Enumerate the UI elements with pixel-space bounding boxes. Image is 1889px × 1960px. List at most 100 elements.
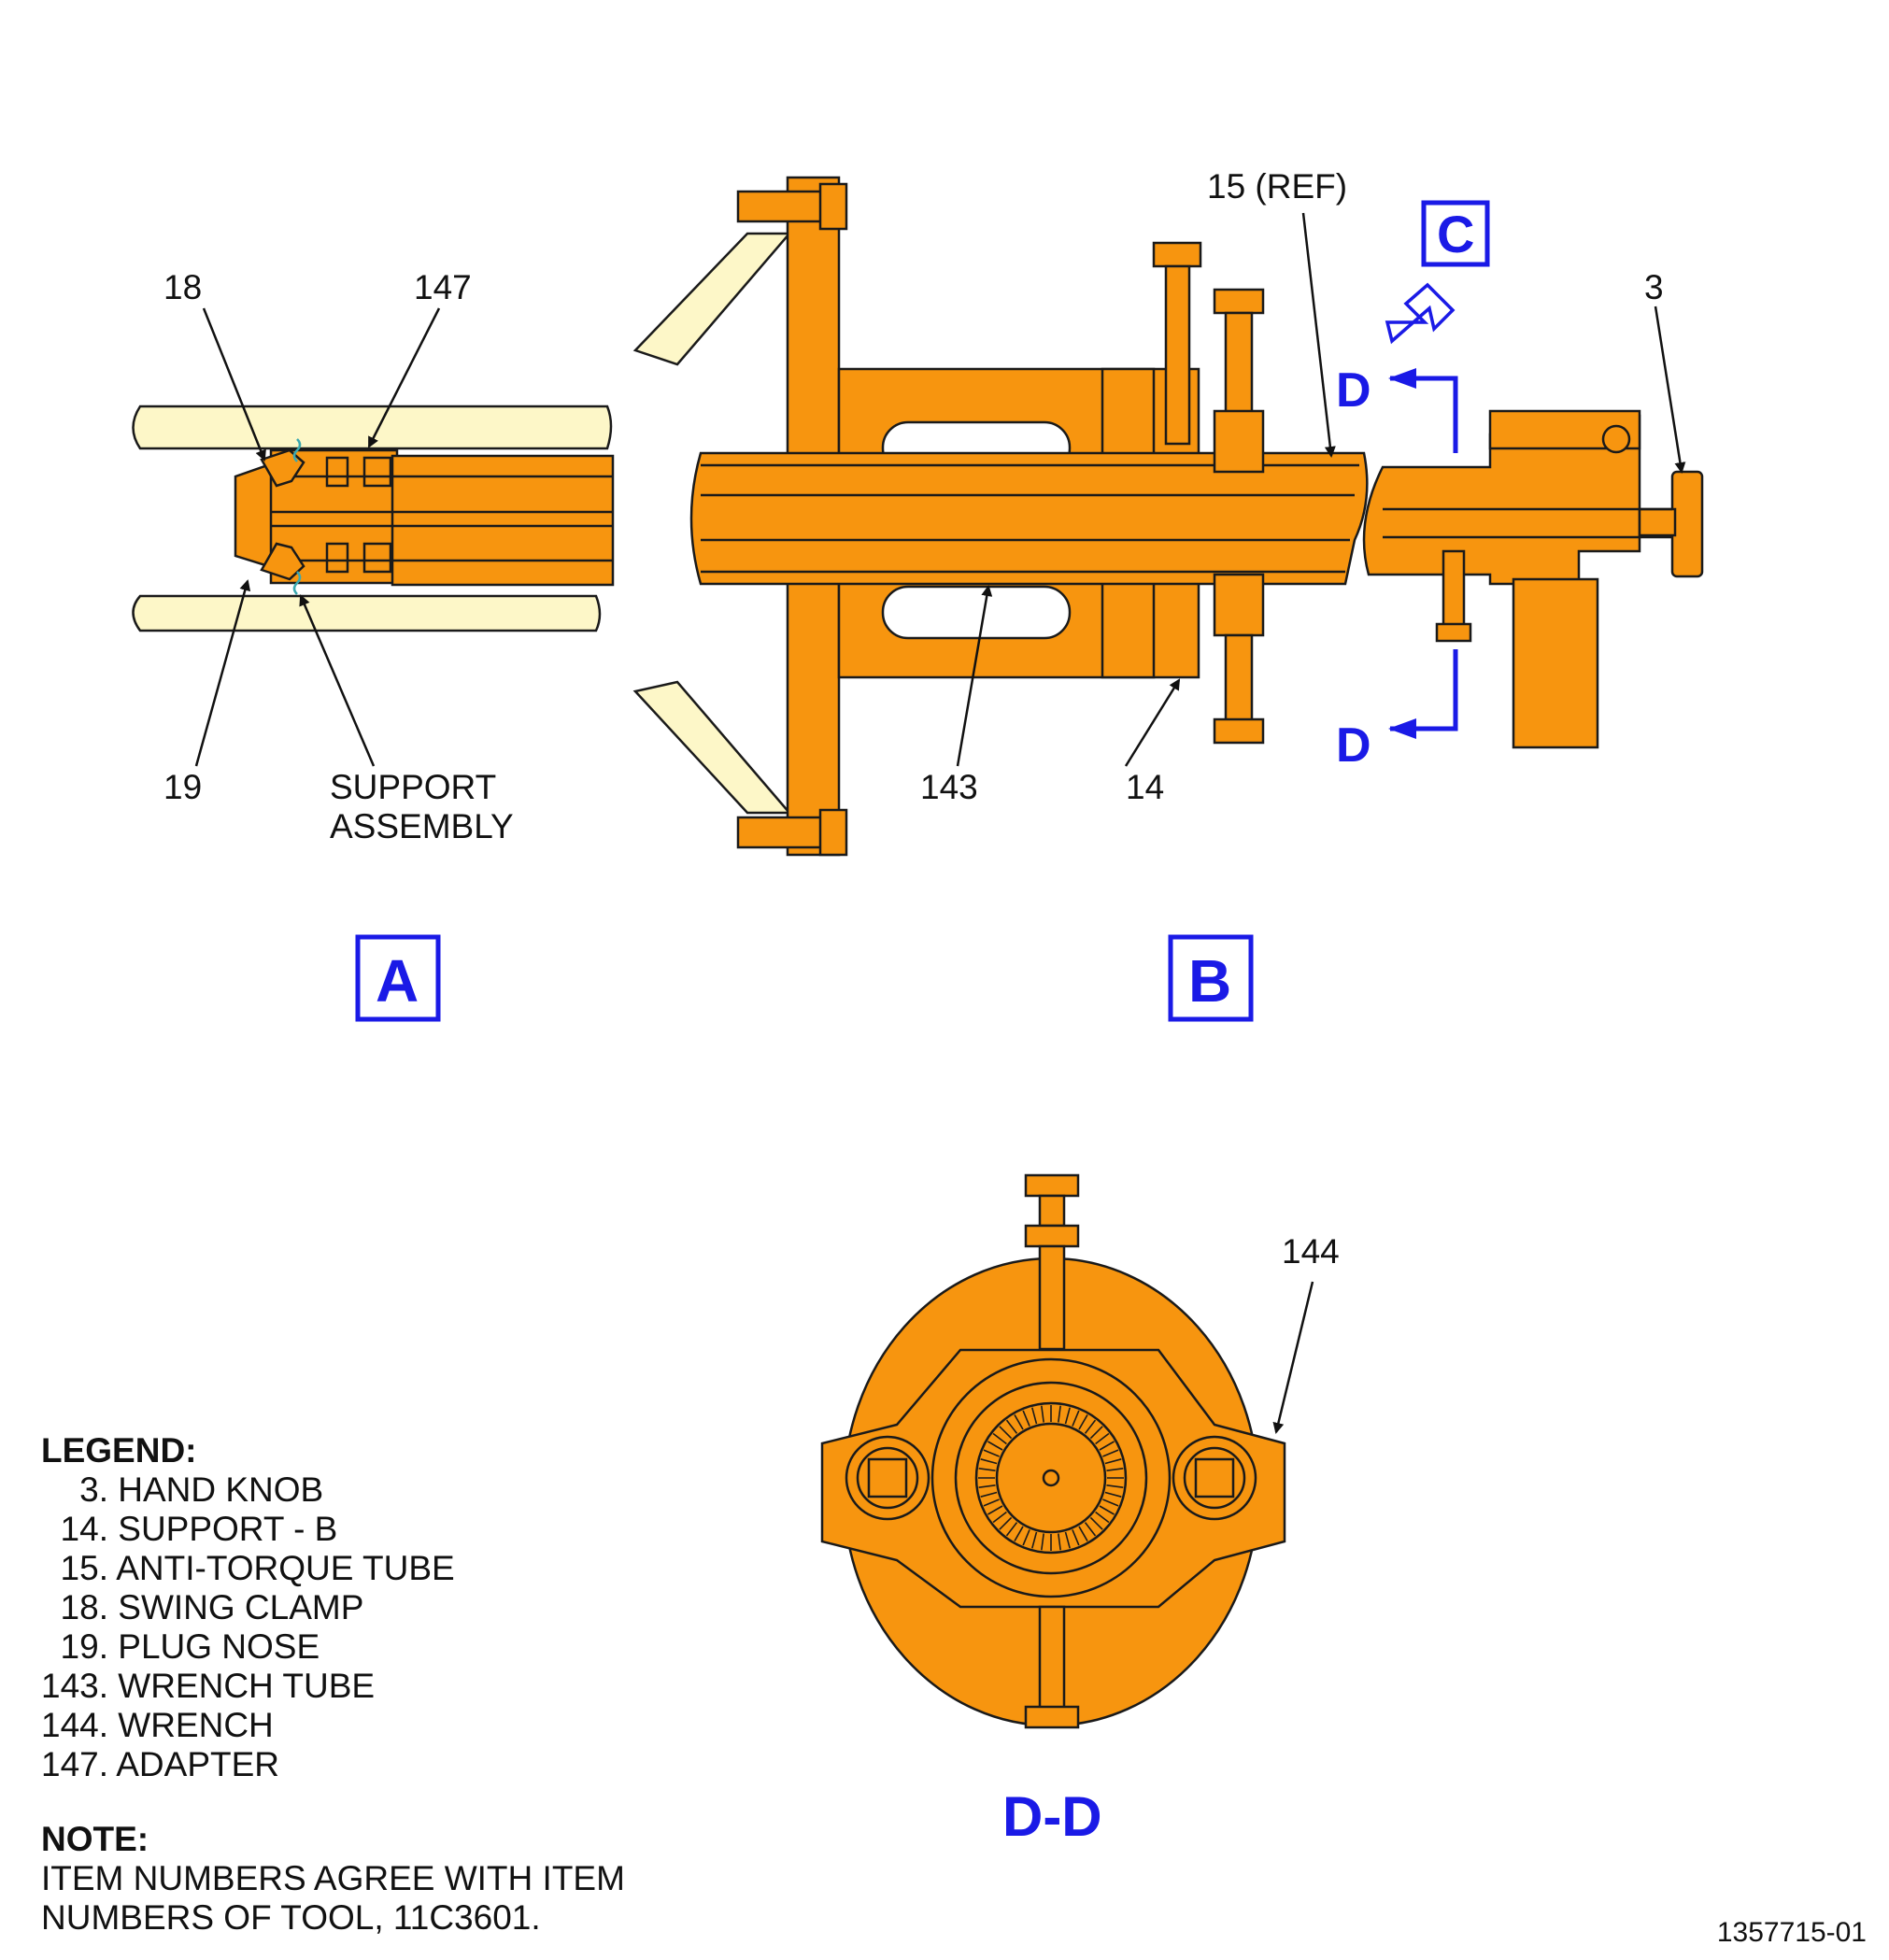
legend: LEGEND: 3. HAND KNOB 14. SUPPORT - B 15.… [41, 1431, 455, 1784]
view-letter-c: C [1437, 205, 1474, 263]
section-line-bottom [1388, 649, 1458, 739]
view-a-drawing [132, 405, 615, 632]
ratchet-tooth [1022, 1410, 1030, 1427]
swing-clamp-upper [260, 448, 305, 488]
ratchet-tooth [1031, 1531, 1038, 1549]
strut-upper [632, 232, 792, 366]
legend-item: 143. WRENCH TUBE [41, 1667, 376, 1705]
anti-torque-tube [689, 451, 1369, 586]
ratchet-tooth [1058, 1405, 1061, 1423]
ratchet-teeth [978, 1405, 1124, 1551]
section-letter-d-bottom: D [1336, 718, 1371, 773]
ratchet-tooth [1099, 1441, 1115, 1451]
ratchet-tooth [1106, 1484, 1124, 1488]
engine-wall-upper [132, 405, 613, 450]
legend-item: 14. SUPPORT - B [41, 1510, 338, 1548]
wrench-tube-a [391, 454, 615, 587]
ratchet-tooth [1095, 1511, 1110, 1524]
section-d-d-drawing [820, 1173, 1286, 1729]
ratchet-tooth [1064, 1407, 1071, 1425]
label-support-assembly-1: SUPPORT [330, 768, 496, 806]
ratchet-tooth [1031, 1407, 1038, 1425]
label-support-assembly-2: ASSEMBLY [330, 807, 514, 845]
view-a-box [355, 934, 441, 1022]
leaders-view-a [194, 307, 441, 767]
ratchet-tooth [987, 1505, 1003, 1515]
label-item-15-ref: 15 (REF) [1207, 167, 1347, 206]
label-item-14: 14 [1126, 768, 1164, 806]
legend-item: 18. SWING CLAMP [41, 1588, 364, 1626]
view-boxes [355, 200, 1490, 1022]
ratchet-tooth [992, 1432, 1007, 1445]
ratchet-tooth [1084, 1419, 1097, 1434]
figure-number: 1357715-01 [1716, 1917, 1867, 1948]
leaders-view-b [956, 212, 1686, 767]
ratchet-tooth [1064, 1531, 1071, 1549]
view-letter-b: B [1188, 947, 1231, 1015]
ratchet-tooth [978, 1484, 996, 1488]
legend-title: LEGEND: [41, 1431, 197, 1470]
ratchet-tooth [1084, 1522, 1097, 1537]
label-item-18: 18 [163, 268, 202, 306]
ratchet-tooth [1022, 1529, 1030, 1546]
view-letter-a: A [376, 947, 419, 1015]
ratchet-tooth [1089, 1426, 1103, 1440]
ratchet-tooth [1099, 1505, 1115, 1515]
ratchet-tooth [1041, 1405, 1044, 1423]
ratchet-tooth [983, 1498, 1000, 1507]
legend-item: 147. ADAPTER [41, 1745, 280, 1783]
view-b-drawing [632, 176, 1704, 857]
note-line: NUMBERS OF TOOL, 11C3601. [41, 1898, 541, 1937]
note-title: NOTE: [41, 1820, 149, 1858]
ratchet-tooth [987, 1441, 1003, 1451]
ratchet-tooth [983, 1449, 1000, 1457]
section-line-top [1388, 368, 1458, 453]
ratchet-tooth [992, 1511, 1007, 1524]
legend-item: 19. PLUG NOSE [41, 1627, 320, 1666]
ratchet-tooth [980, 1491, 998, 1498]
note: NOTE: ITEM NUMBERS AGREE WITH ITEM NUMBE… [41, 1820, 625, 1938]
legend-item: 15. ANTI-TORQUE TUBE [41, 1549, 455, 1587]
ratchet-tooth [1005, 1419, 1018, 1434]
swing-clamp-lower [260, 542, 305, 581]
section-letter-d-top: D [1336, 363, 1371, 418]
section-indicators [1385, 282, 1458, 739]
ratchet-tooth [980, 1458, 998, 1465]
view-c-box [1421, 200, 1490, 267]
hand-knob [1670, 470, 1704, 578]
ratchet-tooth [1102, 1498, 1119, 1507]
ratchet-tooth [1078, 1526, 1088, 1541]
view-c-arrow [1385, 282, 1456, 345]
label-item-144: 144 [1282, 1232, 1340, 1271]
ratchet-tooth [999, 1516, 1013, 1530]
ratchet-tooth [1089, 1516, 1103, 1530]
strut-lower [632, 680, 792, 815]
ratchet-tooth [1072, 1410, 1080, 1427]
legend-item: 144. WRENCH [41, 1706, 274, 1744]
ratchet-tooth [1106, 1468, 1124, 1471]
ratchet-tooth [1104, 1491, 1122, 1498]
ratchet-tooth [1058, 1533, 1061, 1551]
label-item-19: 19 [163, 768, 202, 806]
ratchet-tooth [1095, 1432, 1110, 1445]
leader-144 [1272, 1281, 1314, 1434]
legend-item: 3. HAND KNOB [41, 1470, 324, 1509]
view-b-box [1168, 934, 1254, 1022]
note-line: ITEM NUMBERS AGREE WITH ITEM [41, 1859, 625, 1897]
ratchet-tooth [999, 1426, 1013, 1440]
ratchet-tooth [1014, 1414, 1024, 1430]
section-title-d-d: D-D [1002, 1785, 1102, 1848]
ratchet-tooth [1041, 1533, 1044, 1551]
ratchet-tooth [1014, 1526, 1024, 1541]
label-item-147: 147 [414, 268, 472, 306]
ratchet-tooth [1104, 1458, 1122, 1465]
ratchet-tooth [1072, 1529, 1080, 1546]
engine-wall-lower [132, 594, 602, 632]
label-item-3: 3 [1644, 268, 1664, 306]
label-item-143: 143 [920, 768, 978, 806]
ratchet-tooth [1102, 1449, 1119, 1457]
ratchet-tooth [1078, 1414, 1088, 1430]
ratchet-tooth [1005, 1522, 1018, 1537]
ratchet-tooth [978, 1468, 996, 1471]
